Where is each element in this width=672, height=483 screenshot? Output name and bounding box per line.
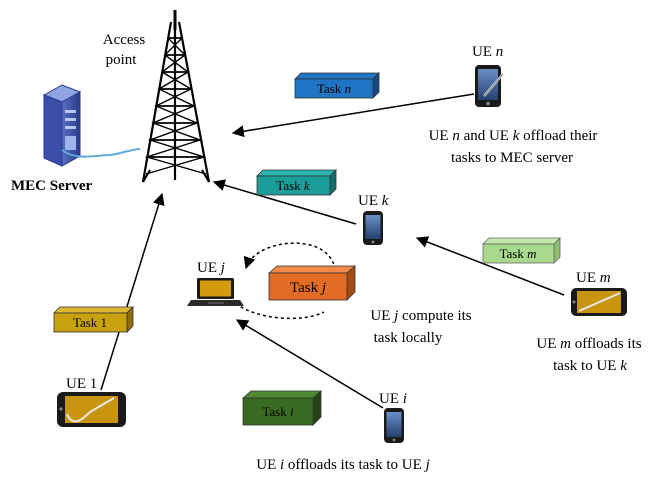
- ue-n-label-var: n: [496, 44, 504, 60]
- ue-k-label-var: k: [382, 193, 389, 209]
- ue-j-laptop-icon: [187, 278, 244, 306]
- arrow-ue-j-local-loop-bottom: [235, 302, 325, 320]
- ue-i-phone-icon: [384, 408, 404, 443]
- ue-1-tablet-icon: [57, 392, 126, 427]
- caption-nk-line2: tasks to MEC server: [451, 150, 573, 166]
- ue-j-label-var: j: [219, 260, 225, 276]
- svg-text:UE j: UE j: [197, 260, 225, 276]
- task-i-var: i: [290, 404, 294, 419]
- svg-text:UE m: UE m: [576, 270, 611, 286]
- task-i-box: Task i: [241, 390, 323, 426]
- arrow-ue-1-to-ap: [100, 192, 165, 391]
- access-point-tower-icon: [141, 10, 211, 183]
- svg-text:Task k: Task k: [276, 178, 310, 193]
- task-n-box: Task n: [294, 72, 380, 99]
- arrow-ue-i-to-ue-j: [235, 319, 384, 409]
- mec-server-label: MEC Server: [11, 178, 93, 194]
- svg-text:UE i: UE i: [379, 391, 407, 407]
- caption-j-line1: UE j compute its: [370, 308, 471, 324]
- task-j-box: Task j: [267, 265, 357, 301]
- task-m-var: m: [527, 246, 536, 261]
- access-point-label-line2: point: [106, 52, 138, 68]
- svg-text:Task m: Task m: [499, 246, 536, 261]
- task-j-var: j: [320, 280, 326, 296]
- task-j-prefix: Task: [290, 280, 322, 296]
- svg-text:Task j: Task j: [290, 280, 326, 296]
- ue-k-phone-icon: [363, 211, 383, 245]
- svg-text:UE k: UE k: [358, 193, 389, 209]
- task-n-prefix: Task: [317, 81, 345, 96]
- ue-k-label-prefix: UE: [358, 193, 382, 209]
- task-i-prefix: Task: [262, 404, 290, 419]
- caption-i: UE i offloads its task to UE j: [256, 457, 429, 473]
- caption-j-line2: task locally: [374, 330, 443, 346]
- ue-1-label: UE 1: [66, 376, 97, 392]
- ue-m-label-var: m: [600, 270, 611, 286]
- ue-n-label-prefix: UE: [472, 44, 496, 60]
- caption-m-line2: task to UE k: [553, 358, 627, 374]
- task-1-label: Task 1: [73, 315, 107, 330]
- arrow-ue-m-to-ue-k: [415, 236, 565, 296]
- task-m-prefix: Task: [499, 246, 527, 261]
- ue-j-label-prefix: UE: [197, 260, 221, 276]
- task-m-box: Task m: [482, 237, 561, 264]
- ue-i-label-prefix: UE: [379, 391, 403, 407]
- svg-text:UE n: UE n: [472, 44, 503, 60]
- task-k-prefix: Task: [276, 178, 304, 193]
- ue-m-label-prefix: UE: [576, 270, 600, 286]
- arrow-ue-n-to-ap: [231, 93, 475, 138]
- task-k-var: k: [304, 178, 310, 193]
- task-k-box: Task k: [256, 169, 337, 196]
- caption-nk-line1: UE n and UE k offload their: [429, 128, 598, 144]
- svg-text:Task n: Task n: [317, 81, 351, 96]
- ue-m-tablet-icon: [571, 288, 627, 316]
- task-n-var: n: [345, 81, 352, 96]
- task-1-box: Task 1: [53, 306, 134, 333]
- access-point-label-line1: Access: [103, 32, 146, 48]
- ue-n-tablet-icon: [475, 65, 504, 107]
- ue-i-label-var: i: [403, 391, 407, 407]
- arrow-ue-k-to-ap: [212, 179, 357, 225]
- svg-text:Task i: Task i: [262, 404, 294, 419]
- caption-m-line1: UE m offloads its: [536, 336, 641, 352]
- mec-server-icon: [42, 84, 141, 167]
